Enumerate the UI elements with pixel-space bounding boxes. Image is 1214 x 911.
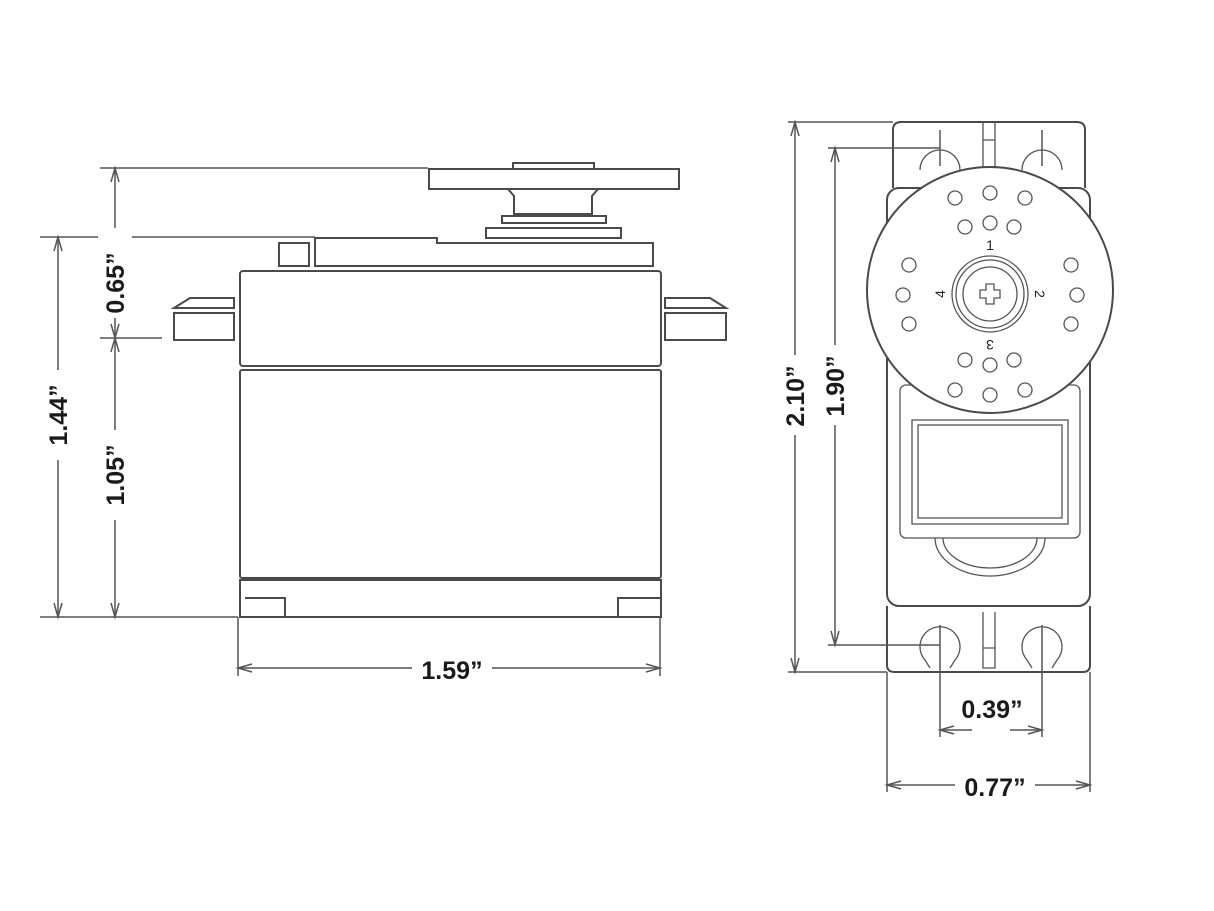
dimension-overall-length: 2.10” xyxy=(782,365,810,426)
bottom-tab-slot xyxy=(982,612,996,669)
front-view: 1 2 3 4 2.10” 1.90” 0.39” 0.7 xyxy=(778,119,1114,802)
bottom-mount-tab xyxy=(886,606,1091,673)
mount-ear-left xyxy=(173,312,235,341)
top-cover xyxy=(314,237,654,267)
bottom-feet xyxy=(245,597,660,617)
bottom-case xyxy=(239,579,662,618)
label-window-outer xyxy=(911,419,1069,525)
horn-hub-outer xyxy=(951,255,1029,333)
dimension-body-width: 0.77” xyxy=(964,774,1025,802)
label-window-inner xyxy=(917,424,1063,519)
dimension-hole-spacing-width: 0.39” xyxy=(961,696,1022,724)
small-boss xyxy=(278,242,310,267)
horn-screw xyxy=(962,266,1018,322)
mount-ear-left-top xyxy=(170,297,235,309)
side-view: 0.65” 1.44” 1.05” 1.59” xyxy=(40,162,730,685)
dimension-mount-hole-spacing: 1.90” xyxy=(822,355,850,416)
servo-horn xyxy=(428,168,680,190)
round-horn xyxy=(866,166,1114,414)
dimension-horn-height: 0.65” xyxy=(102,252,130,313)
top-tab-slot xyxy=(982,122,996,169)
horn-hub-ring xyxy=(955,259,1025,329)
horn-arm-number-2: 2 xyxy=(1032,290,1048,298)
mount-ear-right xyxy=(664,312,727,341)
body-arc xyxy=(934,537,1046,577)
dimension-body-length: 1.59” xyxy=(421,657,482,685)
phillips-cross-icon xyxy=(979,283,1001,305)
mount-ear-right-top xyxy=(664,297,730,309)
horn-arm-number-1: 1 xyxy=(986,237,994,253)
dimension-total-height: 1.44” xyxy=(45,384,73,445)
top-mount-tab xyxy=(892,121,1086,188)
washer xyxy=(501,215,607,224)
horn-arm-number-3: 3 xyxy=(986,337,994,353)
dimension-body-height: 1.05” xyxy=(102,444,130,505)
output-hub xyxy=(507,188,599,215)
horn-holes xyxy=(895,185,1085,403)
upper-case xyxy=(239,270,662,367)
middle-case xyxy=(239,369,662,579)
horn-arm-number-4: 4 xyxy=(932,290,948,298)
spline-plate xyxy=(485,227,622,239)
side-dimension-lines xyxy=(40,165,663,676)
